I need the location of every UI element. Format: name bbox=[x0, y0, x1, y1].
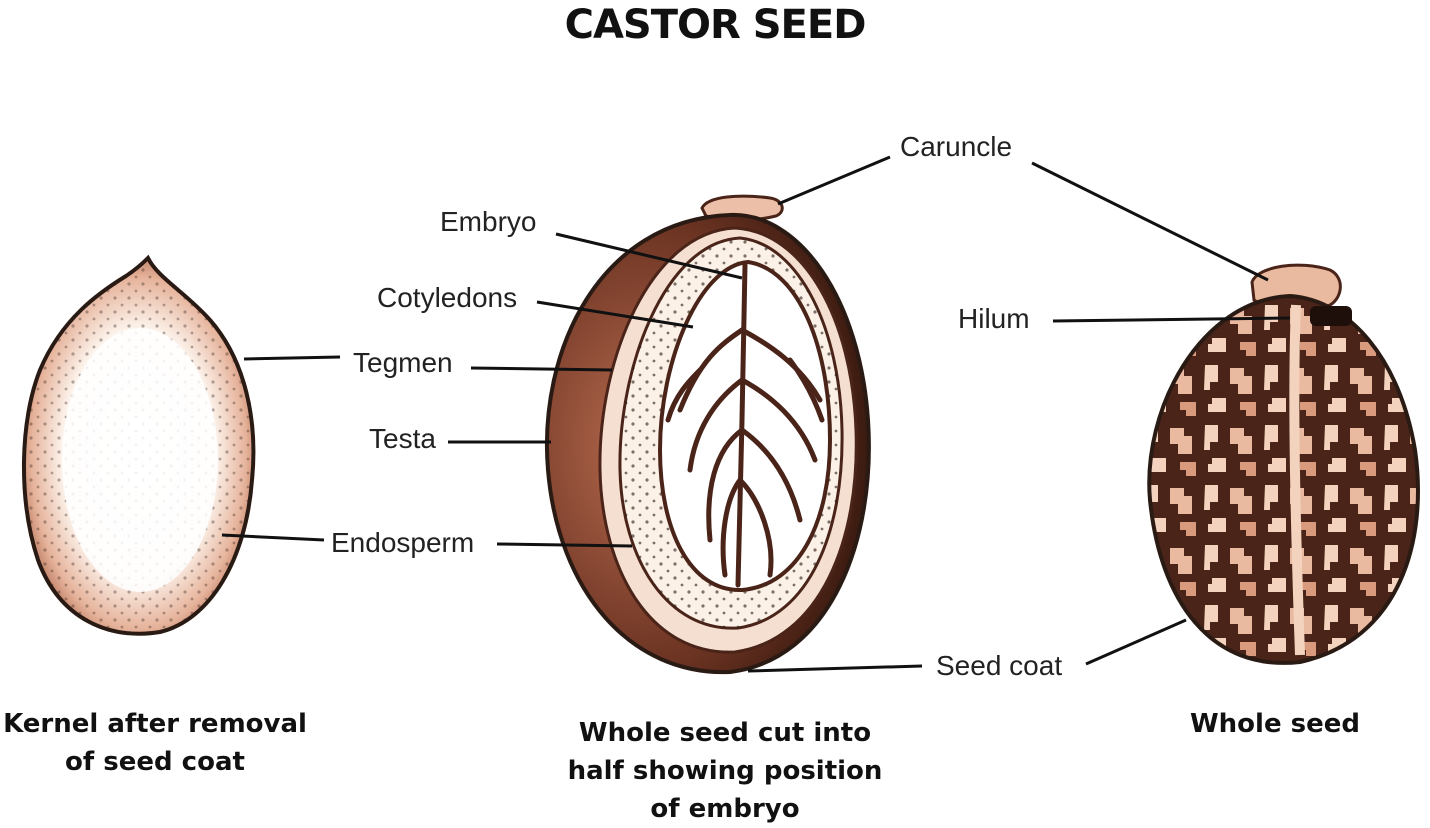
whole-seed-illustration bbox=[1147, 263, 1420, 665]
label-tegmen: Tegmen bbox=[353, 347, 453, 378]
whole-seed-body bbox=[1147, 293, 1420, 665]
cut-seed-illustration bbox=[545, 194, 871, 675]
caption-kernel-line-2: of seed coat bbox=[65, 747, 245, 777]
leader-hilum bbox=[1052, 316, 1291, 323]
leader-cotyledons bbox=[536, 300, 694, 329]
caption-whole-seed: Whole seed bbox=[1170, 705, 1380, 743]
caption-kernel: Kernel after removal of seed coat bbox=[0, 705, 310, 781]
label-caruncle: Caruncle bbox=[900, 131, 1013, 162]
diagram-title: CASTOR SEED bbox=[564, 2, 867, 48]
hilum-mark bbox=[1310, 306, 1352, 326]
leader-endosperm-left bbox=[221, 533, 325, 542]
leader-caruncle-right bbox=[1031, 161, 1269, 282]
caption-whole-seed-line-1: Whole seed bbox=[1189, 709, 1360, 739]
label-testa: Testa bbox=[369, 423, 436, 454]
caption-cut-seed-line-3: of embryo bbox=[650, 794, 800, 824]
label-endosperm: Endosperm bbox=[331, 527, 475, 558]
leader-embryo bbox=[555, 232, 743, 280]
leader-lines bbox=[221, 155, 1291, 673]
caption-cut-seed-line-2: half showing position bbox=[567, 756, 883, 786]
leader-caruncle-left bbox=[777, 155, 891, 206]
leader-endosperm-right bbox=[496, 542, 633, 548]
leader-tegmen-left bbox=[243, 355, 341, 361]
caption-cut-seed-line-1: Whole seed cut into bbox=[578, 718, 872, 748]
leader-seed-coat-left bbox=[747, 664, 923, 673]
leader-tegmen-right bbox=[470, 366, 613, 372]
label-cotyledons: Cotyledons bbox=[377, 282, 518, 313]
caption-cut-seed: Whole seed cut into half showing positio… bbox=[560, 714, 890, 828]
leader-seed-coat-right bbox=[1085, 618, 1187, 666]
label-seed-coat: Seed coat bbox=[936, 650, 1063, 681]
cut-seed-cotyledon bbox=[657, 259, 833, 593]
label-embryo: Embryo bbox=[440, 206, 537, 237]
caption-kernel-line-1: Kernel after removal bbox=[3, 709, 307, 739]
embryo-veins bbox=[665, 262, 825, 588]
kernel-illustration bbox=[21, 254, 256, 636]
label-hilum: Hilum bbox=[958, 303, 1030, 334]
